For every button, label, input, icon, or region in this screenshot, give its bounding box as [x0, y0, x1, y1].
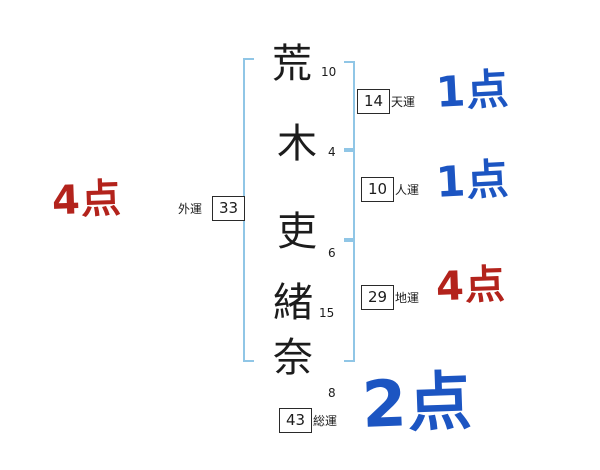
stroke-count-3: 6 — [328, 246, 336, 260]
name-character-3: 吏 — [277, 209, 317, 255]
name-character-2: 木 — [277, 121, 317, 167]
name-character-1: 荒 — [272, 41, 312, 87]
name-character-4: 緒 — [273, 280, 313, 326]
earth-luck-value-box: 29 — [361, 285, 395, 310]
heaven-luck-score: 1点 — [434, 64, 511, 117]
total-luck-label: 総運 — [313, 414, 338, 428]
person-luck-value-box: 10 — [361, 177, 395, 202]
earth-luck-label: 地運 — [395, 291, 420, 305]
heaven-luck-value-box: 14 — [357, 89, 391, 114]
earth-luck-score: 4点 — [435, 261, 507, 311]
stroke-count-4: 15 — [319, 306, 335, 320]
person-luck-score: 1点 — [434, 154, 511, 207]
total-luck-score: 2点 — [360, 365, 474, 443]
outer-luck-value-box: 33 — [212, 196, 246, 221]
total-luck-value-box: 43 — [279, 408, 313, 433]
earth-luck-bracket — [344, 240, 355, 362]
heaven-luck-bracket — [344, 61, 355, 150]
name-character-5: 奈 — [273, 335, 313, 381]
person-luck-label: 人運 — [395, 183, 420, 197]
stroke-count-2: 4 — [328, 145, 336, 159]
outer-luck-label: 外運 — [178, 202, 203, 216]
person-luck-bracket — [344, 150, 355, 240]
outer-luck-score: 4点 — [51, 175, 123, 225]
heaven-luck-label: 天運 — [391, 95, 416, 109]
stroke-count-1: 10 — [321, 65, 337, 79]
stroke-count-5: 8 — [328, 386, 336, 400]
